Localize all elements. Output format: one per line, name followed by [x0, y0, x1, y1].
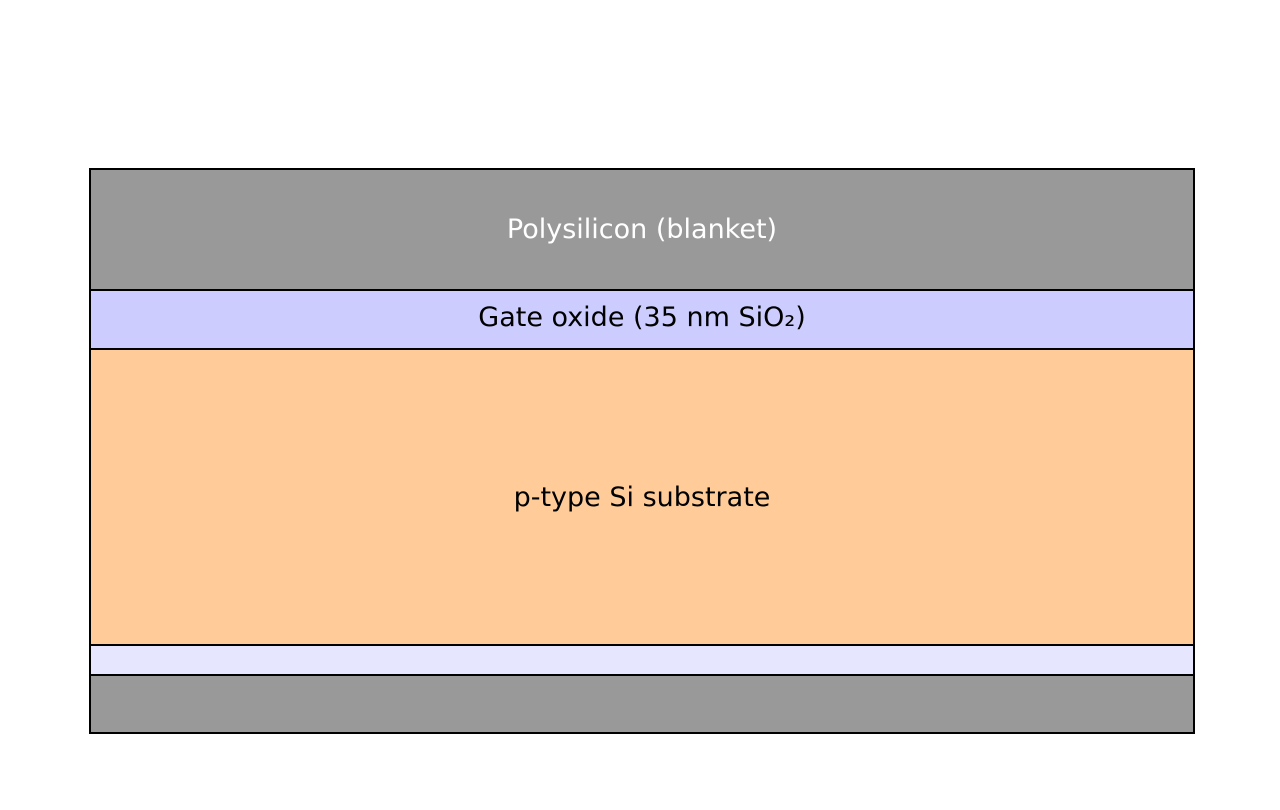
polysilicon-label: Polysilicon (blanket) [506, 214, 778, 245]
backside-polysilicon-layer [91, 674, 1193, 732]
backside-oxide-layer [91, 644, 1193, 674]
layer-stack-cross-section: Polysilicon (blanket) Gate oxide (35 nm … [89, 168, 1195, 734]
gate-oxide-layer: Gate oxide (35 nm SiO₂) [91, 289, 1193, 348]
substrate-layer: p-type Si substrate [91, 348, 1193, 644]
substrate-label: p-type Si substrate [513, 481, 771, 513]
polysilicon-layer: Polysilicon (blanket) [91, 170, 1193, 289]
gate-oxide-label: Gate oxide (35 nm SiO₂) [478, 302, 806, 333]
